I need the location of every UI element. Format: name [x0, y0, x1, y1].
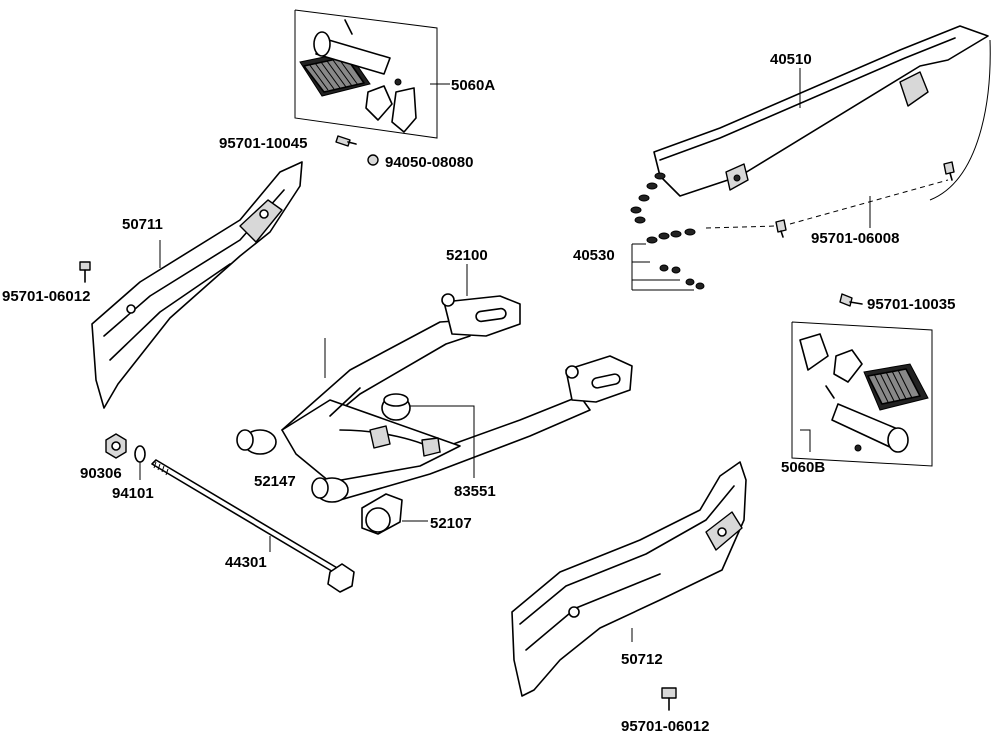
screw-95701-06008: 95701-06008 — [705, 161, 955, 247]
label-44301: 44301 — [225, 554, 267, 571]
label-95701-10045: 95701-10045 — [219, 135, 307, 152]
swing-arm-52100: 52100 — [236, 247, 633, 503]
label-95701-06012-bottom: 95701-06012 — [621, 718, 709, 735]
washer-94101: 94101 — [112, 445, 154, 502]
label-52100: 52100 — [446, 247, 488, 264]
label-94101: 94101 — [112, 485, 154, 502]
pivot-bolt-44301: 44301 — [151, 459, 355, 593]
chain-guard-40510: 40510 — [653, 25, 991, 201]
nut-90306: 90306 — [80, 433, 127, 482]
damper-83551: 83551 — [381, 393, 496, 500]
label-5060a: 5060A — [451, 77, 495, 94]
screw-95701-06012-top: 95701-06012 — [2, 261, 91, 305]
label-95701-06012-top: 95701-06012 — [2, 288, 90, 305]
label-52147: 52147 — [254, 473, 296, 490]
label-94050-08080: 94050-08080 — [385, 154, 473, 171]
screw-95701-06012-bottom: 95701-06012 — [621, 687, 709, 735]
label-90306: 90306 — [80, 465, 122, 482]
side-cover-50711: 50711 — [91, 161, 303, 409]
label-52107: 52107 — [430, 515, 472, 532]
screw-95701-10045: 95701-10045 — [219, 135, 357, 152]
drive-chain-40530: 40530 — [573, 172, 705, 291]
footrest-kit-5060b: 5060B — [781, 321, 933, 476]
label-50711: 50711 — [122, 216, 163, 233]
label-40530: 40530 — [573, 247, 615, 264]
label-95701-06008: 95701-06008 — [811, 230, 899, 247]
label-50712: 50712 — [621, 651, 663, 668]
label-5060b: 5060B — [781, 459, 825, 476]
collar-52107: 52107 — [361, 493, 472, 535]
screw-95701-10035: 95701-10035 — [839, 293, 955, 313]
nut-94050-08080: 94050-08080 — [367, 154, 473, 171]
side-cover-50712: 50712 — [511, 461, 747, 697]
label-95701-10035: 95701-10035 — [867, 296, 955, 313]
label-83551: 83551 — [454, 483, 496, 500]
footrest-kit-5060a: 5060A — [294, 9, 495, 139]
label-40510: 40510 — [770, 51, 812, 68]
